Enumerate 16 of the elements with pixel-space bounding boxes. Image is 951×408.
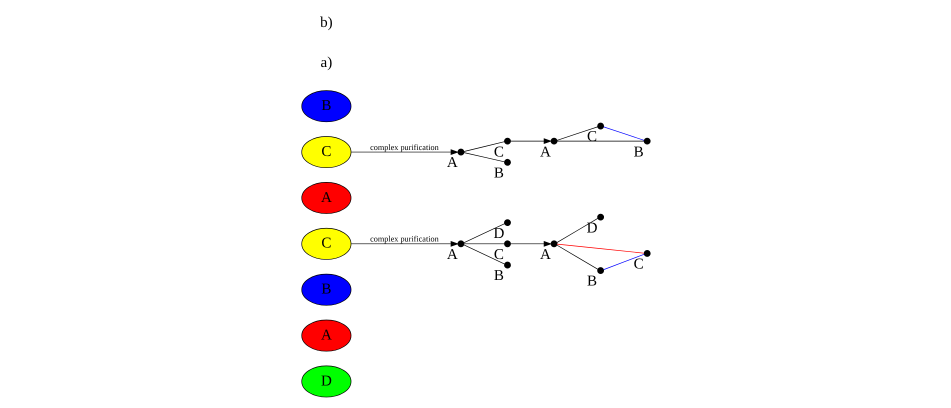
node-label: A xyxy=(446,155,458,172)
node-label: D xyxy=(493,226,504,242)
node-label: A xyxy=(446,246,458,263)
node-label: C xyxy=(493,144,504,160)
node-label: C xyxy=(493,246,504,263)
node-label: D xyxy=(586,220,597,236)
node-label: C xyxy=(633,256,644,273)
node-label: B xyxy=(633,144,644,160)
node-label: A xyxy=(540,144,550,160)
node-label: B xyxy=(586,274,597,290)
node-label: A xyxy=(540,246,550,263)
node-label: C xyxy=(586,129,597,146)
label: a) xyxy=(320,54,332,71)
node-label: B xyxy=(493,165,504,182)
label: b) xyxy=(320,15,332,32)
node-label: B xyxy=(493,268,504,284)
